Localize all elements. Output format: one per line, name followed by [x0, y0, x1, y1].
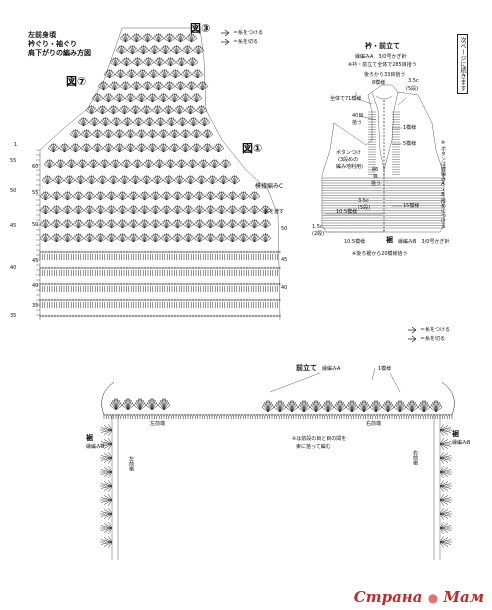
left-number-50: 50	[10, 188, 17, 194]
stitches-86-unit: 目	[373, 174, 379, 180]
left-number-55: 55	[10, 158, 17, 164]
collar-5-patterns: 5模様	[403, 141, 417, 147]
row-number-50: 50	[32, 222, 39, 228]
chart-title-line-1: 左前身頃	[28, 31, 56, 39]
bottom-note-2: 束に拾って編む	[296, 444, 331, 450]
stitches-86-pickup: 拾う	[371, 181, 382, 187]
legend-attach-thread: ＝糸をつける	[233, 30, 264, 36]
collar-40-stitches: 40目	[352, 113, 364, 119]
left-number-35: 35	[10, 313, 17, 319]
hem-label: 裾	[386, 236, 393, 244]
bottom-1-pattern: 1模様	[378, 366, 392, 372]
hem-pattern-b: 縁編みB 3/0号かぎ針	[398, 239, 450, 245]
watermark-logo: Страна ● Мам	[354, 588, 484, 606]
collar-title: 衿・前立て	[365, 42, 400, 50]
stitches-86-num: 86	[372, 167, 379, 173]
right-number-50: 50	[281, 226, 288, 232]
chart-title-line-2: 衿ぐり・袖ぐり	[28, 40, 77, 48]
row-number-35: 35	[32, 303, 39, 309]
hem-10-5-patterns: 10.5模様	[344, 239, 366, 245]
pattern-c-label: 模様編みC	[255, 183, 284, 190]
collar-rows-5: (5段)	[406, 86, 419, 92]
watermark-dot: ●	[427, 591, 439, 605]
hem-left-label: 裾	[86, 434, 93, 442]
collar-15-patterns: 15模様	[403, 203, 420, 209]
left-number-40: 40	[10, 265, 17, 271]
figure-3-label: 図③	[190, 22, 211, 35]
right-number-40: 40	[281, 285, 288, 291]
watermark-text-2: Мам	[443, 588, 484, 606]
watermark-text-1: Страна	[353, 588, 423, 606]
collar-whole-71: 全体で71模様	[330, 96, 362, 102]
collar-size-1-5c: 1.5c	[312, 224, 323, 230]
button-note-2: (3段めの	[338, 157, 359, 163]
bottom-note-1: ※は前段の目と目の間を	[292, 436, 347, 442]
button-side-note: ※ボタンは縁編みA・B段めにつける	[440, 140, 446, 228]
edging-a-label: 縁編みA	[322, 366, 341, 372]
collar-size-3-5c: 3.5c	[408, 78, 419, 84]
legend-bottom-attach: ＝糸をつける	[420, 327, 451, 333]
collar-8-patterns: 8模様	[372, 80, 386, 86]
edging-b-right: 縁編みB	[452, 440, 471, 446]
collar-pickup: 拾う	[352, 120, 363, 126]
next-page-box: 次ページに続きます	[457, 34, 468, 94]
right-front-edge: 右前端	[366, 421, 382, 427]
collar-rows-2: (2段)	[312, 231, 325, 237]
collar-size-3-5c-b: 3.5c	[358, 198, 369, 204]
placket-edging-chart	[100, 367, 455, 560]
thread-attach-label: 糸を渡す	[264, 209, 285, 215]
hem-back-note: ※後ろ裾から20模様拾う	[352, 251, 408, 257]
button-note-3: 編み地利用)	[336, 164, 363, 170]
collar-pattern-a: 縁編みA 3/0号かぎ針	[355, 54, 407, 60]
collar-rows-5-b: (5段)	[358, 205, 371, 211]
vest-schematic	[318, 84, 445, 233]
left-number-1: 1	[14, 142, 18, 148]
left-front-edge: 左前端	[150, 421, 166, 427]
left-number-45: 45	[10, 223, 17, 229]
collar-back-pickup: 後ろから33目拾う	[364, 72, 406, 78]
row-number-55: 55	[32, 190, 39, 196]
hem-right-label: 裾	[452, 430, 459, 438]
collar-1-pattern: 1模様	[403, 125, 417, 131]
right-front-hem: 右前裾	[412, 450, 418, 465]
figure-7-label: 図⑦	[66, 75, 87, 88]
row-number-40: 40	[32, 283, 39, 289]
left-front-chart	[36, 27, 281, 321]
left-front-hem: 左前裾	[128, 456, 134, 471]
collar-size-10-5: 10.5模様	[336, 209, 358, 215]
front-placket-title: 前立て	[296, 364, 317, 372]
edging-b-left: 縁編みB	[86, 444, 105, 450]
legend-cut-thread: ＝糸を切る	[233, 39, 259, 45]
row-number-45: 45	[32, 258, 39, 264]
chart-title-line-3: 肩下がりの編み方図	[28, 49, 91, 57]
figure-1-label: 図①	[242, 142, 263, 155]
button-note-1: ボタンつけ	[336, 150, 362, 156]
legend-bottom-cut: ＝糸を切る	[420, 336, 446, 342]
right-number-45: 45	[281, 257, 288, 263]
row-number-60: 60	[32, 164, 39, 170]
collar-total-note: ※衿・前立て全体で285目拾う	[348, 62, 417, 68]
